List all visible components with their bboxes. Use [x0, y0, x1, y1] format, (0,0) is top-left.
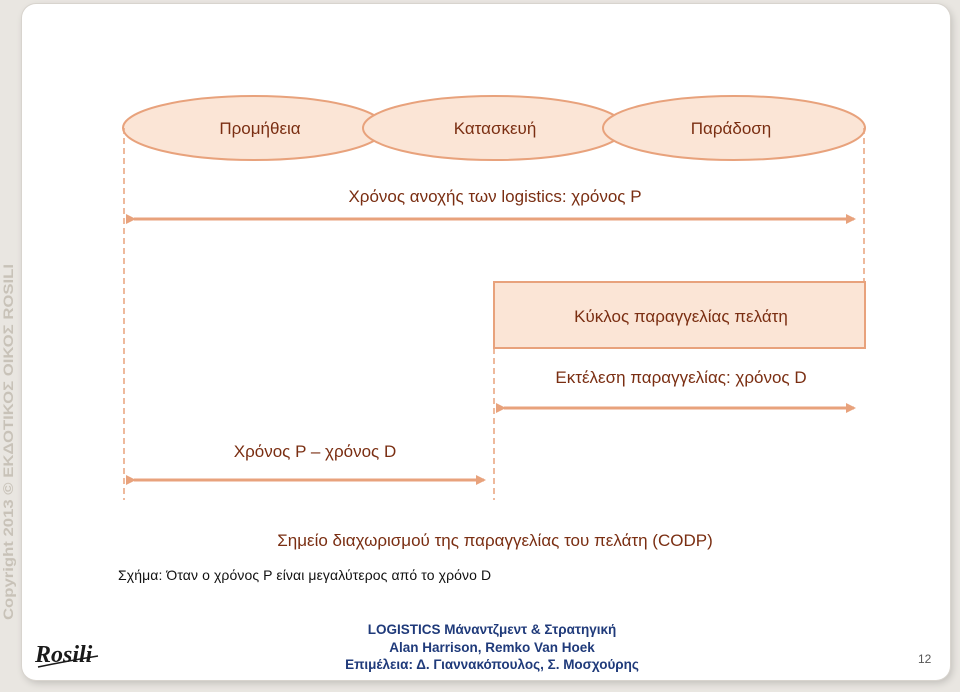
footer-book-title: LOGISTICS Μάναντζμεντ & Στρατηγική [367, 622, 617, 637]
ellipse-delivery [602, 95, 866, 161]
customer-order-cycle-label: Κύκλος παραγγελίας πελάτη [574, 307, 788, 326]
customer-order-cycle-box [493, 281, 866, 349]
footer-editors: Επιμέλεια: Δ. Γιαννακόπουλος, Σ. Μοσχούρ… [345, 657, 639, 672]
p-time-label: Χρόνος ανοχής των logistics: χρόνος P [348, 187, 641, 206]
page-number: 12 [918, 652, 932, 666]
ellipse-label-delivery: Παράδοση [691, 119, 771, 138]
copyright-text: Copyright 2013 © ΕΚΔΟΤΙΚΟΣ ΟΙΚΟΣ ROSILI [0, 264, 16, 620]
figure-caption: Σχήμα: Όταν ο χρόνος P είναι μεγαλύτερος… [118, 567, 492, 583]
ellipse-label-manufacturing: Κατασκευή [454, 119, 537, 138]
copyright-notice: Copyright 2013 © ΕΚΔΟΤΙΚΟΣ ΟΙΚΟΣ ROSILI [0, 262, 18, 622]
footer-authors: Alan Harrison, Remko Van Hoek [389, 639, 595, 655]
book-footer: LOGISTICS Μάναντζμεντ & Στρατηγική Alan … [330, 621, 654, 674]
rosili-logo: Rosili [32, 636, 102, 677]
logo-text: Rosili [34, 642, 93, 668]
codp-label: Σημείο διαχωρισμού της παραγγελίας του π… [277, 531, 712, 550]
ellipse-label-procurement: Προμήθεια [219, 119, 300, 138]
p-minus-d-label: Χρόνος P – χρόνος D [234, 442, 396, 461]
d-time-label: Εκτέλεση παραγγελίας: χρόνος D [555, 368, 806, 387]
